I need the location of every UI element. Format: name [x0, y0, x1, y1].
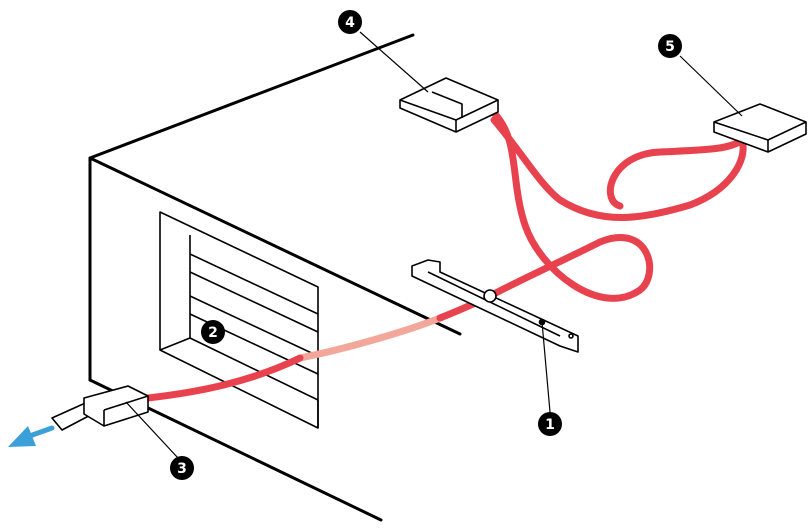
callout-4: 4 [338, 10, 362, 34]
cable-loops [486, 109, 747, 302]
slot-divider-2 [189, 271, 319, 333]
leader-3 [125, 401, 179, 459]
callout-1: 1 [538, 412, 562, 436]
connector-5-body [713, 103, 807, 153]
cable-loop-to-connector-4-a [486, 109, 654, 302]
leader-5 [679, 55, 743, 117]
connector-5-front-edge [713, 121, 769, 141]
chassis-front-top-edge [88, 156, 462, 336]
slot-divider-1 [189, 253, 319, 315]
connector-4-ridge [431, 91, 463, 118]
callout-1-label: 1 [545, 417, 555, 433]
blue-arrow-left-down-icon [8, 425, 55, 447]
leader-4 [359, 31, 429, 93]
callout-3: 3 [170, 456, 194, 480]
slot-divider-5 [159, 337, 191, 351]
callout-2: 2 [201, 320, 225, 344]
connector-4-body [399, 77, 499, 133]
pci-bracket [411, 259, 579, 353]
connector-3-edge [103, 395, 149, 411]
bracket-end-hole [568, 333, 574, 339]
bracket-edge [427, 271, 561, 337]
connector-4 [399, 77, 499, 133]
chassis-top-edge [88, 33, 415, 160]
expansion-slot-bay [159, 211, 319, 429]
bracket-cable-port [483, 289, 497, 303]
connector-4-right-edge [455, 99, 499, 121]
cable-external-segment [144, 354, 304, 402]
callout-5: 5 [658, 34, 682, 58]
connector-5 [713, 103, 807, 153]
connector-5-right-edge [767, 121, 807, 141]
slot-divider-3 [189, 295, 319, 357]
cable-loop-to-connector-5 [607, 133, 747, 210]
callout-4-label: 4 [345, 15, 355, 31]
cable-loop-to-connector-4-b [490, 116, 694, 221]
callout-2-label: 2 [208, 325, 218, 341]
connector-3 [51, 385, 149, 431]
cable-internal-segment [296, 314, 444, 362]
callout-5-label: 5 [665, 39, 675, 55]
leader-1 [541, 321, 551, 413]
connector-4-front-edge [399, 99, 457, 121]
callout-3-label: 3 [177, 461, 187, 477]
bracket-plate [411, 259, 579, 353]
callout-leaders [125, 31, 743, 459]
